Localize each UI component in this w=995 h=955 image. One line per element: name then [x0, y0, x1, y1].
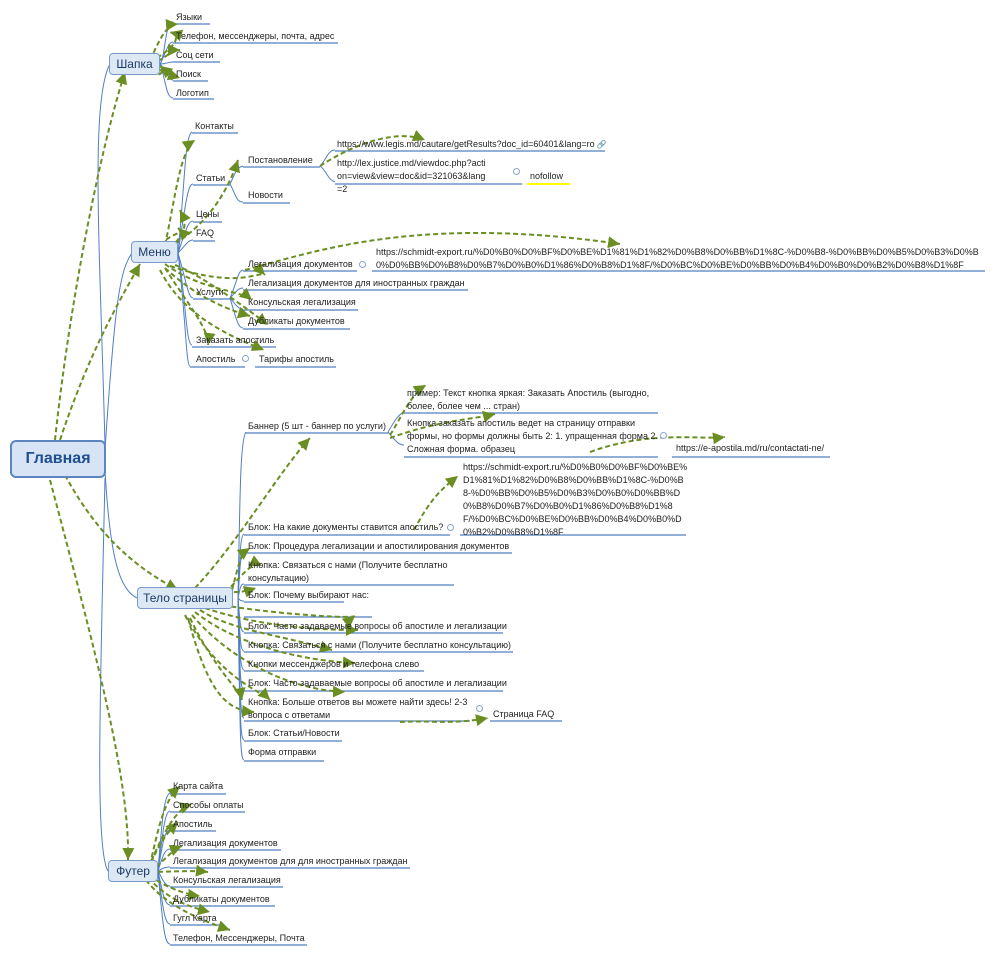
services-topic-legalization-link[interactable]: https://schmidt-export.ru/%D0%B0%D0%BF%D…: [376, 247, 979, 270]
banner-topic-link[interactable]: https://e-apostila.md/ru/contactati-ne/: [676, 443, 825, 453]
header-topic-logo[interactable]: Логотип: [176, 88, 209, 98]
body-topic-faq-2[interactable]: Блок: Часто задаваемые вопросы об апости…: [248, 678, 507, 688]
menu-topic-apostille[interactable]: Апостиль: [196, 354, 236, 364]
menu-topic-link-justice[interactable]: http://lex.justice.md/viewdoc.php?action…: [337, 158, 486, 194]
menu-topic-news[interactable]: Новости: [248, 190, 283, 200]
menu-topic-nofollow[interactable]: nofollow: [530, 171, 564, 181]
footer-topic-apostille[interactable]: Апостиль: [173, 819, 213, 829]
note-icon[interactable]: [242, 355, 249, 362]
menu-topic-resolution[interactable]: Постановление: [248, 155, 313, 165]
menu-node[interactable]: Меню: [131, 241, 178, 263]
body-topic-banner[interactable]: Баннер (5 шт - баннер по услуги): [248, 421, 386, 431]
root-node[interactable]: Главная: [10, 440, 106, 478]
menu-topic-tariffs[interactable]: Тарифы апостиль: [259, 354, 334, 364]
services-topic-consular[interactable]: Консульская легализация: [248, 297, 356, 307]
body-topic-form[interactable]: Форма отправки: [248, 747, 317, 757]
body-node[interactable]: Тело страницы: [137, 587, 233, 609]
menu-topic-order-apostille[interactable]: Заказать апостиль: [196, 335, 275, 345]
header-topic-social[interactable]: Соц сети: [176, 50, 214, 60]
header-topic-search[interactable]: Поиск: [176, 69, 201, 79]
services-topic-foreigners[interactable]: Легализация документов для иностранных г…: [248, 278, 465, 288]
footer-topic-payment[interactable]: Способы оплаты: [173, 800, 244, 810]
header-topic-contacts[interactable]: Телефон, мессенджеры, почта, адрес: [176, 31, 335, 41]
body-topic-faq-1[interactable]: Блок: Часто задаваемые вопросы об апости…: [248, 621, 507, 631]
menu-topic-faq[interactable]: FAQ: [196, 228, 215, 238]
body-topic-procedure[interactable]: Блок: Процедура легализации и апостилиро…: [248, 541, 510, 551]
menu-topic-articles[interactable]: Статьи: [196, 173, 226, 183]
link-icon[interactable]: 🔗: [596, 140, 607, 149]
note-icon[interactable]: [447, 524, 454, 531]
header-node[interactable]: Шапка: [109, 53, 160, 75]
body-topic-messengers[interactable]: Кнопки мессенджеров и телефона слево: [248, 659, 420, 669]
body-topic-contact-button-2[interactable]: Кнопка: Связаться с нами (Получите беспл…: [248, 640, 511, 650]
footer-topic-google-map[interactable]: Гугл Карта: [173, 913, 217, 923]
footer-topic-foreigners[interactable]: Легализация документов для для иностранн…: [173, 856, 408, 866]
block-docs-topic-link[interactable]: https://schmidt-export.ru/%D0%B0%D0%BF%D…: [463, 462, 688, 537]
body-topic-articles[interactable]: Блок: Статьи/Новости: [248, 728, 340, 738]
note-icon[interactable]: [660, 432, 667, 439]
services-topic-legalization[interactable]: Легализация документов: [248, 259, 353, 269]
footer-topic-legalization[interactable]: Легализация документов: [173, 838, 278, 848]
body-topic-faq-page[interactable]: Страница FAQ: [493, 709, 555, 719]
footer-node[interactable]: Футер: [108, 860, 158, 882]
footer-topic-duplicates[interactable]: Дубликаты документов: [173, 894, 270, 904]
footer-topic-sitemap[interactable]: Карта сайта: [173, 781, 224, 791]
footer-topic-contacts[interactable]: Телефон, Мессенджеры, Почта: [173, 933, 305, 943]
note-icon[interactable]: [476, 705, 483, 712]
menu-topic-link-legis[interactable]: https://www.legis.md/cautare/getResults?…: [337, 138, 607, 151]
body-topic-more-answers[interactable]: Кнопка: Больше ответов вы можете найти з…: [248, 697, 468, 720]
note-icon[interactable]: [359, 261, 366, 268]
note-icon[interactable]: [513, 168, 520, 175]
banner-topic-example[interactable]: пример: Текст кнопка яркая: Заказать Апо…: [407, 388, 650, 411]
header-topic-languages[interactable]: Языки: [176, 12, 203, 22]
body-topic-why[interactable]: Блок: Почему выбирают нас:: [248, 590, 369, 600]
body-topic-block-docs[interactable]: Блок: На какие документы ставится апости…: [248, 522, 444, 532]
menu-topic-contacts[interactable]: Контакты: [195, 121, 234, 131]
body-topic-contact-button-1[interactable]: Кнопка: Связаться с нами (Получите беспл…: [248, 560, 448, 583]
services-topic-duplicates[interactable]: Дубликаты документов: [248, 316, 345, 326]
link-text[interactable]: https://www.legis.md/cautare/getResults?…: [337, 139, 595, 149]
menu-topic-prices[interactable]: Цены: [196, 209, 220, 219]
footer-topic-consular[interactable]: Консульская легализация: [173, 875, 281, 885]
banner-topic-button[interactable]: Кнопка заказать апостиль ведет на страни…: [407, 418, 658, 454]
menu-topic-services[interactable]: Услуги: [196, 287, 224, 297]
